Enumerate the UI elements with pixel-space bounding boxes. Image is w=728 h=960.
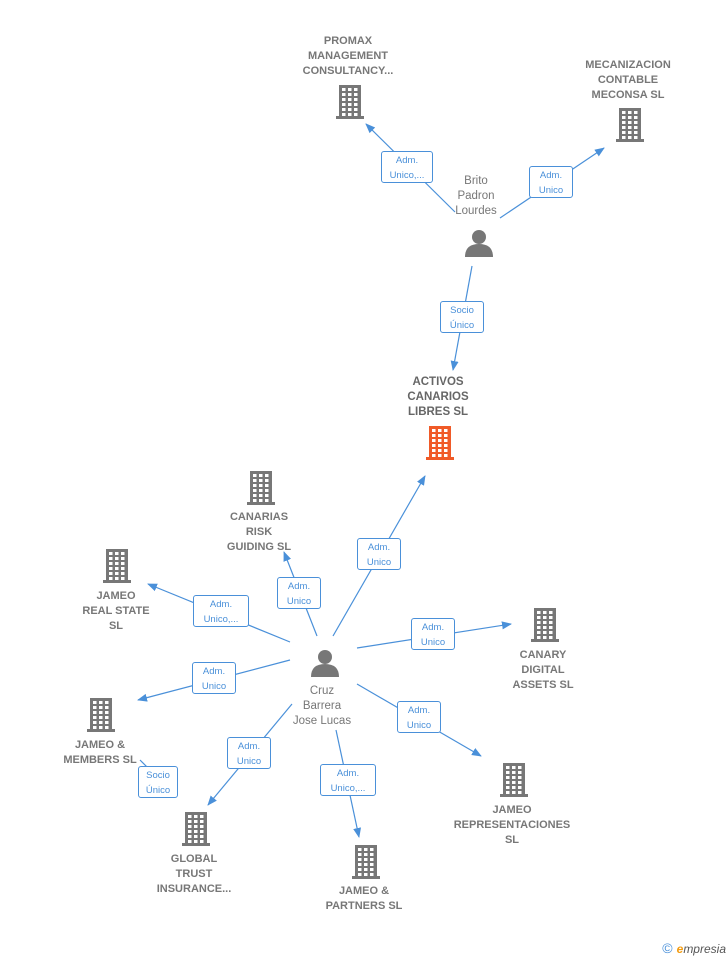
- node-label-brito[interactable]: Brito Padron Lourdes: [455, 175, 497, 217]
- brand-name: mpresia: [683, 942, 726, 956]
- edge-label-cruz-to-canary[interactable]: Adm. Unico: [411, 618, 455, 650]
- edge-label-cruz-to-jameo_members[interactable]: Adm. Unico: [192, 662, 236, 694]
- edge-label-cruz-to-global[interactable]: Adm. Unico: [227, 737, 271, 769]
- node-label-jameo_members[interactable]: JAMEO & MEMBERS SL: [63, 739, 137, 766]
- node-label-activos[interactable]: ACTIVOS CANARIOS LIBRES SL: [407, 376, 469, 418]
- node-label-canarias[interactable]: CANARIAS RISK GUIDING SL: [226, 511, 292, 553]
- edge-label-cruz-to-jameo_repr[interactable]: Adm. Unico: [397, 701, 441, 733]
- edges-layer: [137, 123, 605, 838]
- building-icon-jameo_real[interactable]: [103, 549, 131, 583]
- edge-label-cruz-to-canarias[interactable]: Adm. Unico: [277, 577, 321, 609]
- building-icon-jameo_partners[interactable]: [352, 845, 380, 879]
- building-icon-canarias[interactable]: [247, 471, 275, 505]
- icons-layer: [87, 85, 644, 879]
- edge-label-cruz-to-jameo_real[interactable]: Adm. Unico,...: [193, 595, 249, 627]
- node-label-jameo_real[interactable]: JAMEO REAL STATE SL: [82, 590, 150, 632]
- footer-brand: ©empresia: [662, 940, 726, 956]
- building-icon-mecanizacion[interactable]: [616, 108, 644, 142]
- building-icon-jameo_repr[interactable]: [500, 763, 528, 797]
- edge-label-cruz-to-jameo_partners[interactable]: Adm. Unico,...: [320, 764, 376, 796]
- node-label-jameo_partners[interactable]: JAMEO & PARTNERS SL: [325, 885, 403, 912]
- node-label-canary[interactable]: CANARY DIGITAL ASSETS SL: [512, 649, 574, 691]
- edge-label-jameo_members-to-global[interactable]: Socio Único: [138, 766, 178, 798]
- edge-label-brito-to-mecanizacion[interactable]: Adm. Unico: [529, 166, 573, 198]
- building-icon-jameo_members[interactable]: [87, 698, 115, 732]
- copyright-symbol: ©: [662, 940, 673, 956]
- brand-e: e: [676, 942, 684, 956]
- person-icon-cruz[interactable]: [311, 650, 339, 677]
- building-icon-promax[interactable]: [336, 85, 364, 119]
- edge-label-brito-to-promax[interactable]: Adm. Unico,...: [381, 151, 433, 183]
- node-label-mecanizacion[interactable]: MECANIZACION CONTABLE MECONSA SL: [585, 59, 671, 101]
- building-icon-canary[interactable]: [531, 608, 559, 642]
- node-label-jameo_repr[interactable]: JAMEO REPRESENTACIONES SL: [453, 804, 571, 846]
- edge-label-brito-to-activos[interactable]: Socio Único: [440, 301, 484, 333]
- person-icon-brito[interactable]: [465, 230, 493, 257]
- node-label-global[interactable]: GLOBAL TRUST INSURANCE...: [156, 853, 232, 895]
- node-label-promax[interactable]: PROMAX MANAGEMENT CONSULTANCY...: [302, 35, 394, 77]
- building-icon-activos[interactable]: [426, 426, 454, 460]
- node-label-cruz[interactable]: Cruz Barrera Jose Lucas: [292, 685, 352, 727]
- edge-label-cruz-to-activos[interactable]: Adm. Unico: [357, 538, 401, 570]
- building-icon-global[interactable]: [182, 812, 210, 846]
